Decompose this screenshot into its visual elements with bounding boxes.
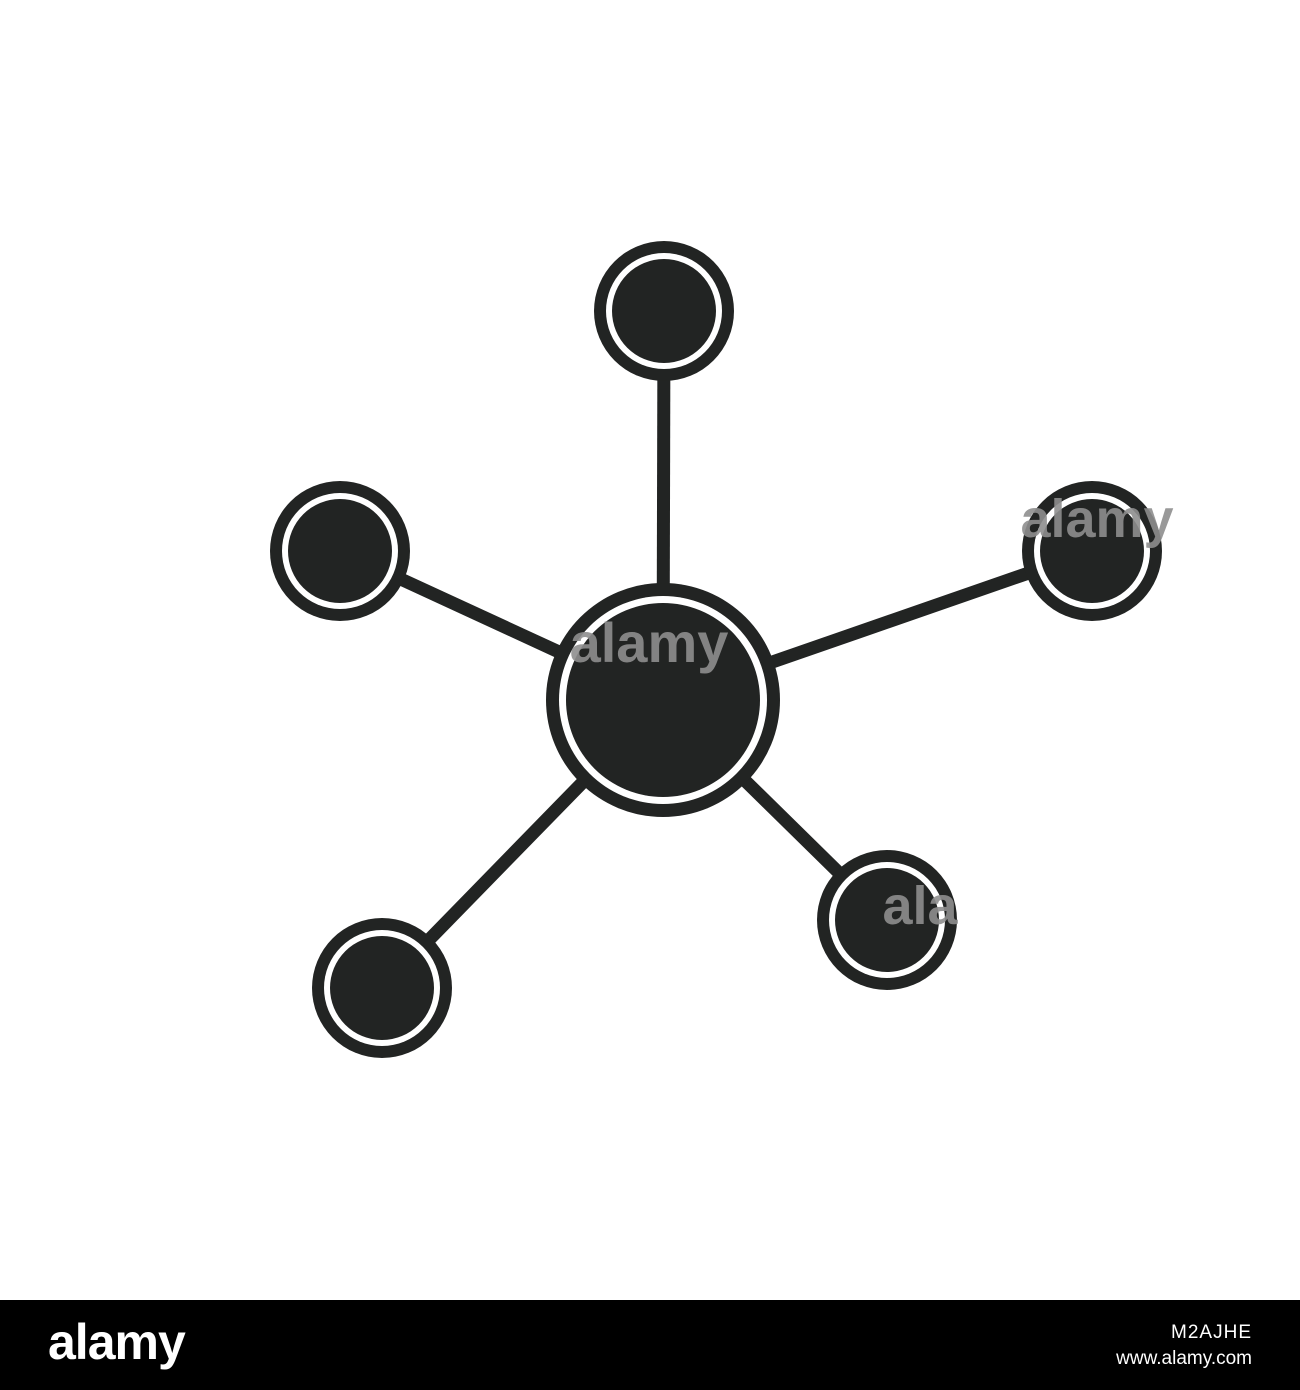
satellite-node-top: [594, 241, 734, 381]
satellite-node-bottom-left: [312, 918, 452, 1058]
satellite-node-right: [1022, 481, 1162, 621]
connector-line-4: [424, 777, 588, 944]
watermark-text-2: alamy: [1020, 489, 1173, 549]
icon-canvas: alamy alamy ala: [270, 241, 1174, 1058]
watermark-text-3: ala: [882, 876, 958, 936]
footer-logo: alamy: [48, 1314, 186, 1370]
watermark-text-1: alamy: [570, 611, 729, 674]
connector-line-2: [399, 573, 562, 658]
connector-line-1: [656, 378, 671, 586]
image-id: M2AJHE: [1171, 1322, 1252, 1343]
footer-meta: M2AJHE www.alamy.com: [1012, 1320, 1252, 1372]
footer-url: www.alamy.com: [1116, 1348, 1252, 1369]
connector-lines: [399, 378, 1030, 944]
network-hub-icon: alamy alamy ala: [270, 241, 1174, 1058]
connector-line-3: [769, 567, 1030, 669]
satellite-node-bottom-right: [817, 850, 957, 990]
footer-bar: alamy M2AJHE www.alamy.com: [0, 1300, 1300, 1390]
watermark-layer: alamy alamy ala: [570, 489, 1174, 936]
satellite-node-left: [270, 481, 410, 621]
hub-node: [546, 583, 780, 817]
network-nodes: [270, 241, 1162, 1058]
connector-line-5: [740, 775, 844, 877]
